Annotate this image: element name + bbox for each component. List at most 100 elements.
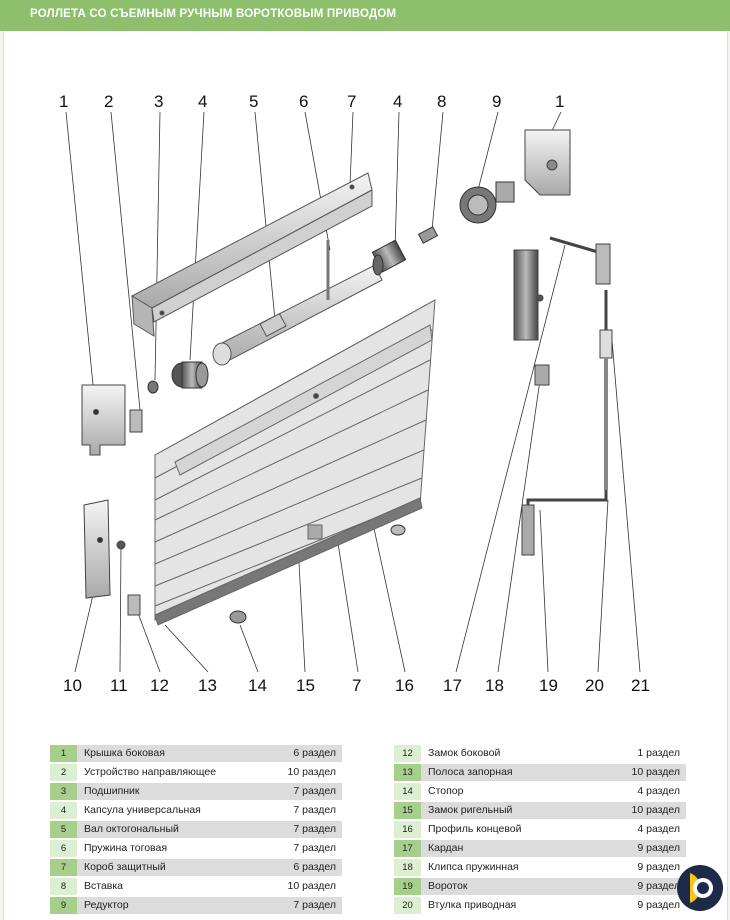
capsule-right xyxy=(371,226,439,276)
part-name: Замок ригельный xyxy=(428,804,513,816)
callout: 3 xyxy=(154,92,163,111)
callout: 1 xyxy=(555,92,564,111)
part-section: 9 раздел xyxy=(637,861,680,873)
part-section: 6 раздел xyxy=(293,861,336,873)
exploded-diagram: 1 2 3 4 5 6 7 4 8 9 1 10 11 12 13 14 15 … xyxy=(59,92,650,695)
part-section: 4 раздел xyxy=(637,785,680,797)
part-section: 7 раздел xyxy=(293,785,336,797)
roller-curtain xyxy=(154,299,436,626)
part-number: 19 xyxy=(394,878,421,895)
part-name: Клипса пружинная xyxy=(428,861,519,873)
callout: 21 xyxy=(631,676,650,695)
part-name: Вороток xyxy=(428,880,468,892)
callout: 16 xyxy=(395,676,414,695)
capsule-left xyxy=(147,361,209,394)
part-number: 12 xyxy=(394,745,421,762)
part-name: Вал октогональный xyxy=(84,823,179,835)
part-section: 4 раздел xyxy=(637,823,680,835)
table-row: 15 Замок ригельный 10 раздел xyxy=(394,802,686,819)
table-row: 20 Втулка приводная 9 раздел xyxy=(394,897,686,914)
part-name: Кардан xyxy=(428,842,464,854)
table-row: 8 Вставка 10 раздел xyxy=(50,878,342,895)
part-section: 10 раздел xyxy=(631,804,681,816)
callout: 13 xyxy=(198,676,217,695)
callout: 4 xyxy=(393,92,402,111)
part-name: Стопор xyxy=(428,785,464,797)
callout: 9 xyxy=(492,92,501,111)
part-section: 10 раздел xyxy=(287,766,337,778)
part-number: 6 xyxy=(50,840,77,857)
part-number: 18 xyxy=(394,859,421,876)
table-row: 3 Подшипник 7 раздел xyxy=(50,783,342,800)
part-number: 9 xyxy=(50,897,77,914)
part-section: 10 раздел xyxy=(287,880,337,892)
callout: 20 xyxy=(585,676,604,695)
callout: 15 xyxy=(296,676,315,695)
callout: 14 xyxy=(248,676,267,695)
guide-rail-left xyxy=(83,499,141,616)
part-number: 20 xyxy=(394,897,421,914)
table-row: 6 Пружина тоговая 7 раздел xyxy=(50,840,342,857)
part-section: 9 раздел xyxy=(637,899,680,911)
part-section: 10 раздел xyxy=(631,766,681,778)
side-cover-right xyxy=(524,129,571,196)
part-number: 13 xyxy=(394,764,421,781)
brand-logo-icon xyxy=(677,865,723,911)
callouts-bottom: 10 11 12 13 14 15 7 16 17 18 19 20 21 xyxy=(63,676,650,695)
callout: 19 xyxy=(539,676,558,695)
part-section: 7 раздел xyxy=(293,804,336,816)
small-parts xyxy=(229,524,406,624)
part-number: 8 xyxy=(50,878,77,895)
part-name: Капсула универсальная xyxy=(84,804,201,816)
callout: 8 xyxy=(437,92,446,111)
part-number: 5 xyxy=(50,821,77,838)
table-row: 5 Вал октогональный 7 раздел xyxy=(50,821,342,838)
callout: 7 xyxy=(352,676,361,695)
part-number: 17 xyxy=(394,840,421,857)
part-section: 6 раздел xyxy=(293,747,336,759)
callout: 5 xyxy=(249,92,258,111)
callout: 2 xyxy=(104,92,113,111)
page-title: РОЛЛЕТА СО СЪЕМНЫМ РУЧНЫМ ВОРОТКОВЫМ ПРИ… xyxy=(30,8,397,20)
callout: 17 xyxy=(443,676,462,695)
crank-handle xyxy=(521,236,613,556)
part-section: 7 раздел xyxy=(293,842,336,854)
table-row: 19 Вороток 9 раздел xyxy=(394,878,686,895)
part-name: Подшипник xyxy=(84,785,140,797)
part-name: Короб защитный xyxy=(84,861,166,873)
callout: 11 xyxy=(110,676,128,695)
protective-box xyxy=(130,172,373,337)
part-name: Редуктор xyxy=(84,899,129,911)
header-bar: РОЛЛЕТА СО СЪЕМНЫМ РУЧНЫМ ВОРОТКОВЫМ ПРИ… xyxy=(0,0,730,31)
part-number: 2 xyxy=(50,764,77,781)
part-name: Профиль концевой xyxy=(428,823,522,835)
part-number: 14 xyxy=(394,783,421,800)
part-section: 1 раздел xyxy=(637,747,680,759)
guide-rail-right xyxy=(513,249,550,386)
callout: 12 xyxy=(150,676,169,695)
callout: 1 xyxy=(59,92,68,111)
part-section: 9 раздел xyxy=(637,880,680,892)
table-row: 18 Клипса пружинная 9 раздел xyxy=(394,859,686,876)
part-name: Пружина тоговая xyxy=(84,842,168,854)
part-section: 7 раздел xyxy=(293,823,336,835)
part-number: 15 xyxy=(394,802,421,819)
callout: 10 xyxy=(63,676,82,695)
part-section: 9 раздел xyxy=(637,842,680,854)
reducer xyxy=(459,181,515,224)
part-number: 3 xyxy=(50,783,77,800)
table-row: 14 Стопор 4 раздел xyxy=(394,783,686,800)
part-name: Вставка xyxy=(84,880,124,892)
part-name: Втулка приводная xyxy=(428,899,517,911)
part-number: 1 xyxy=(50,745,77,762)
